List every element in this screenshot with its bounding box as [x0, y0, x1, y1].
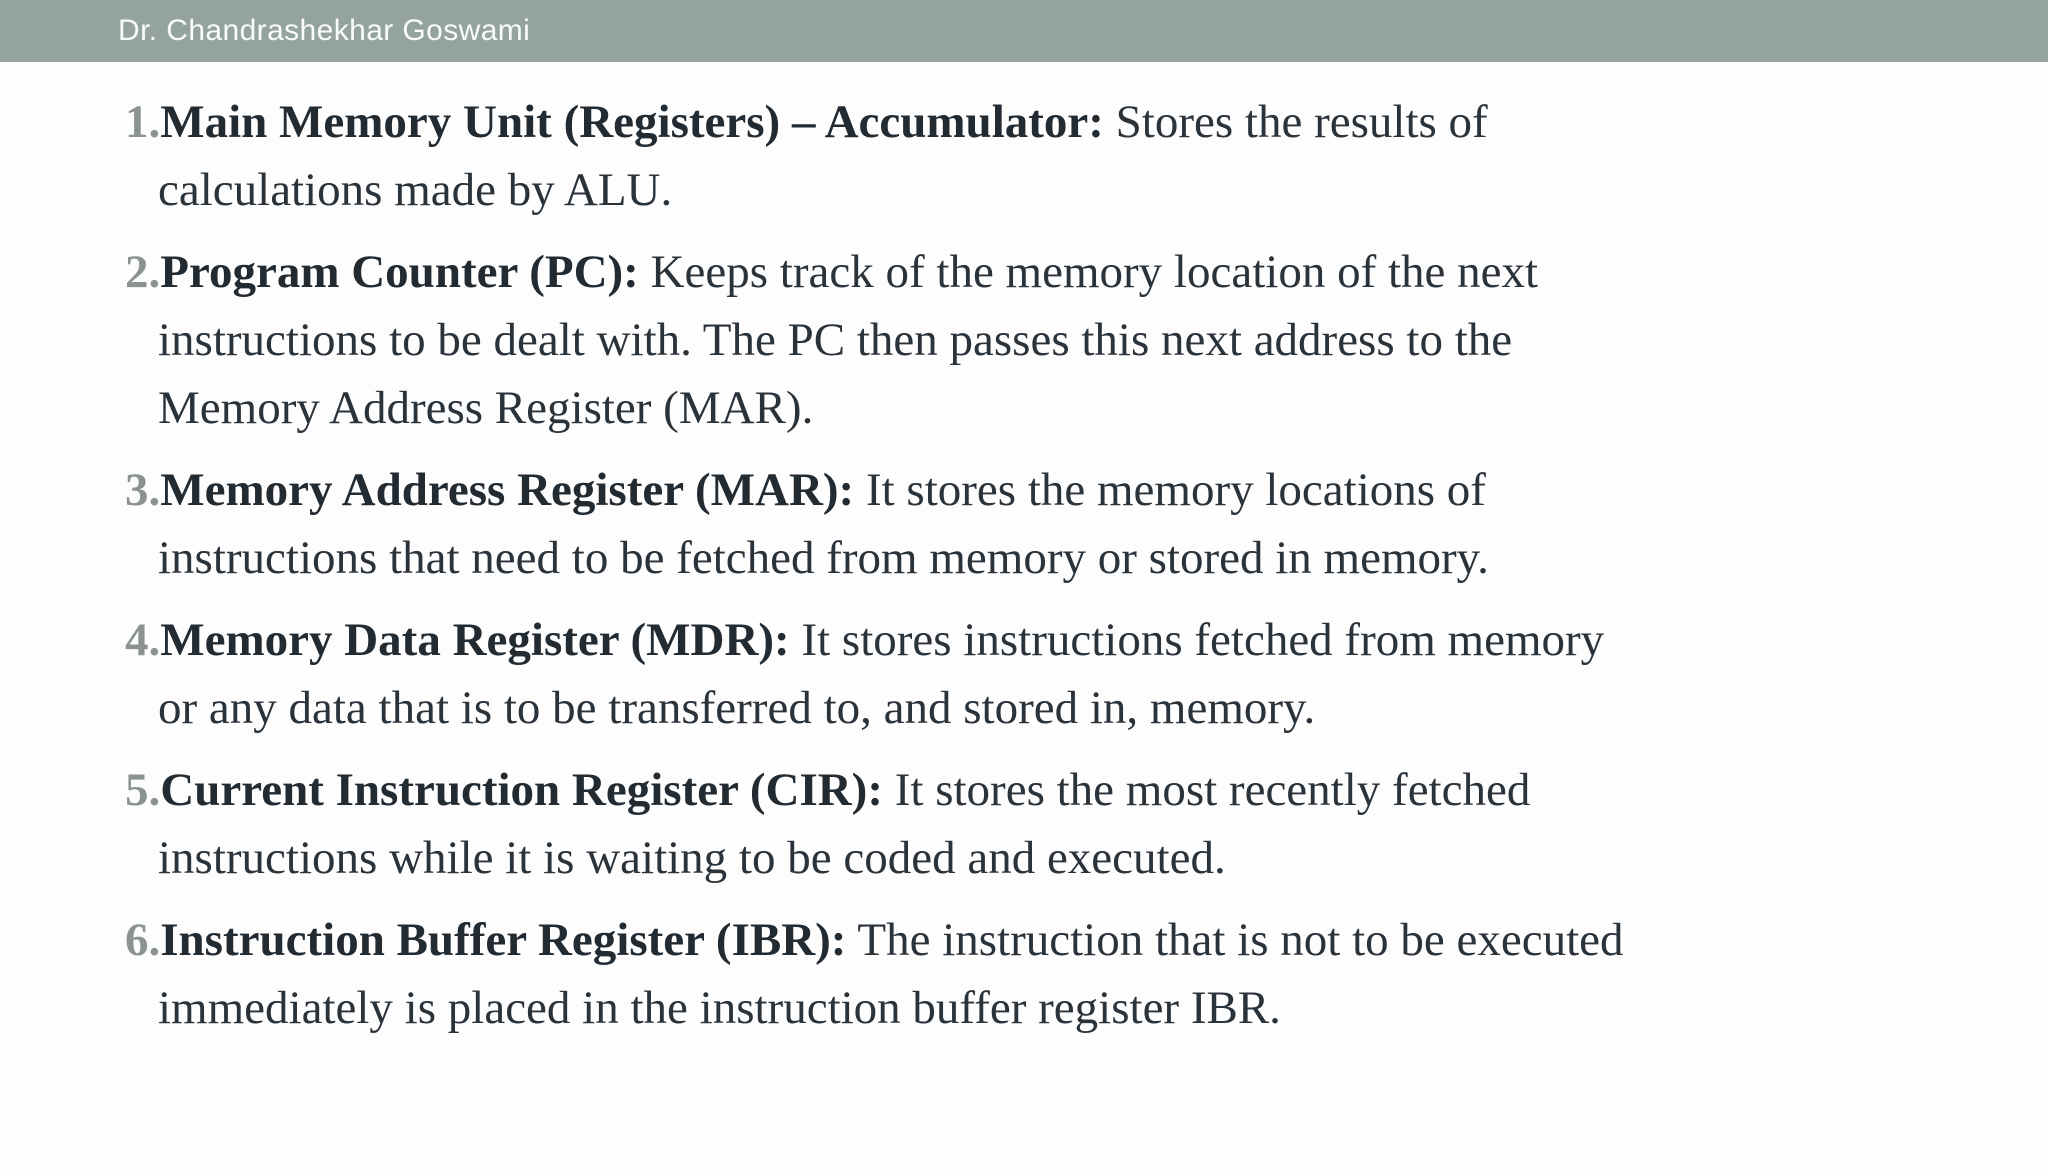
item-first-line: 4.Memory Data Register (MDR): It stores … [125, 606, 2048, 674]
item-term: Memory Data Register (MDR): [160, 614, 790, 666]
item-first-line: 6.Instruction Buffer Register (IBR): The… [125, 906, 2048, 974]
list-item: 3.Memory Address Register (MAR): It stor… [125, 456, 2048, 592]
slide-content: 1.Main Memory Unit (Registers) – Accumul… [0, 62, 2048, 1042]
item-description: It stores the memory locations of [854, 464, 1486, 516]
item-number: 2. [125, 246, 161, 298]
list-item: 4.Memory Data Register (MDR): It stores … [125, 606, 2048, 742]
item-continuation-line: immediately is placed in the instruction… [158, 982, 1281, 1034]
item-term: Main Memory Unit (Registers) – Accumulat… [160, 96, 1104, 148]
item-description: Stores the results of [1103, 96, 1488, 148]
list-item: 6.Instruction Buffer Register (IBR): The… [125, 906, 2048, 1042]
header-bar: Dr. Chandrashekhar Goswami [0, 0, 2048, 62]
item-continuation-line: instructions while it is waiting to be c… [158, 832, 1226, 884]
list-item: 1.Main Memory Unit (Registers) – Accumul… [125, 88, 2048, 224]
item-description: The instruction that is not to be execut… [846, 914, 1624, 966]
item-first-line: 1.Main Memory Unit (Registers) – Accumul… [125, 88, 2048, 156]
item-term: Instruction Buffer Register (IBR): [160, 914, 847, 966]
item-number: 4. [125, 614, 161, 666]
item-term: Program Counter (PC): [160, 246, 639, 298]
item-description: It stores instructions fetched from memo… [789, 614, 1605, 666]
item-number: 1. [125, 96, 161, 148]
list-item: 2.Program Counter (PC): Keeps track of t… [125, 238, 2048, 442]
item-term: Memory Address Register (MAR): [160, 464, 855, 516]
item-continuation-line: instructions to be dealt with. The PC th… [158, 314, 1513, 366]
item-first-line: 2.Program Counter (PC): Keeps track of t… [125, 238, 2048, 306]
list-item: 5.Current Instruction Register (CIR): It… [125, 756, 2048, 892]
item-number: 3. [125, 464, 161, 516]
item-first-line: 3.Memory Address Register (MAR): It stor… [125, 456, 2048, 524]
item-number: 6. [125, 914, 161, 966]
author-name: Dr. Chandrashekhar Goswami [118, 14, 531, 47]
item-term: Current Instruction Register (CIR): [160, 764, 883, 816]
item-continuation-line: Memory Address Register (MAR). [158, 382, 814, 434]
item-number: 5. [125, 764, 161, 816]
item-first-line: 5.Current Instruction Register (CIR): It… [125, 756, 2048, 824]
item-continuation-line: instructions that need to be fetched fro… [158, 532, 1489, 584]
item-description: It stores the most recently fetched [883, 764, 1531, 816]
item-continuation-line: or any data that is to be transferred to… [158, 682, 1316, 734]
item-continuation-line: calculations made by ALU. [158, 164, 673, 216]
item-description: Keeps track of the memory location of th… [638, 246, 1539, 298]
